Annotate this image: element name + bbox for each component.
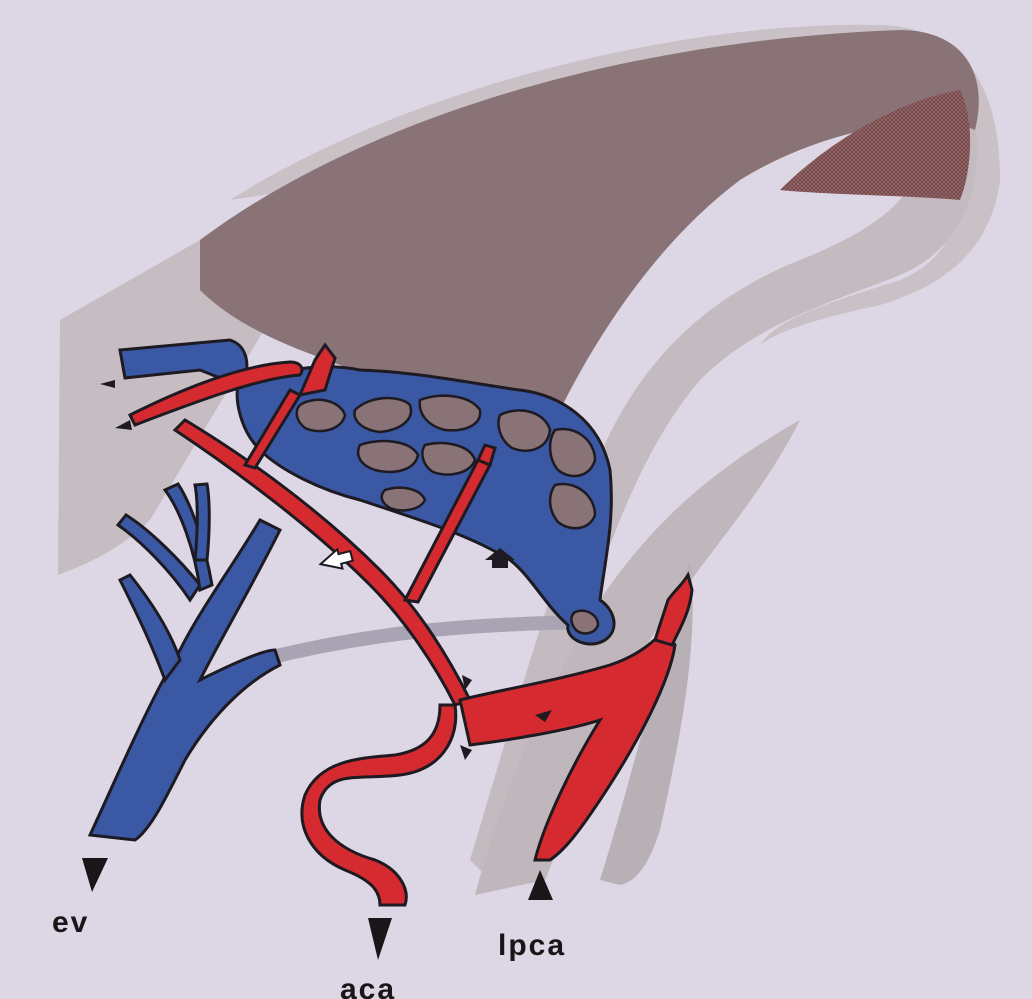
- label-lpca: lpca: [498, 929, 566, 962]
- label-aca: aca: [340, 973, 396, 999]
- label-ev: ev: [52, 906, 89, 939]
